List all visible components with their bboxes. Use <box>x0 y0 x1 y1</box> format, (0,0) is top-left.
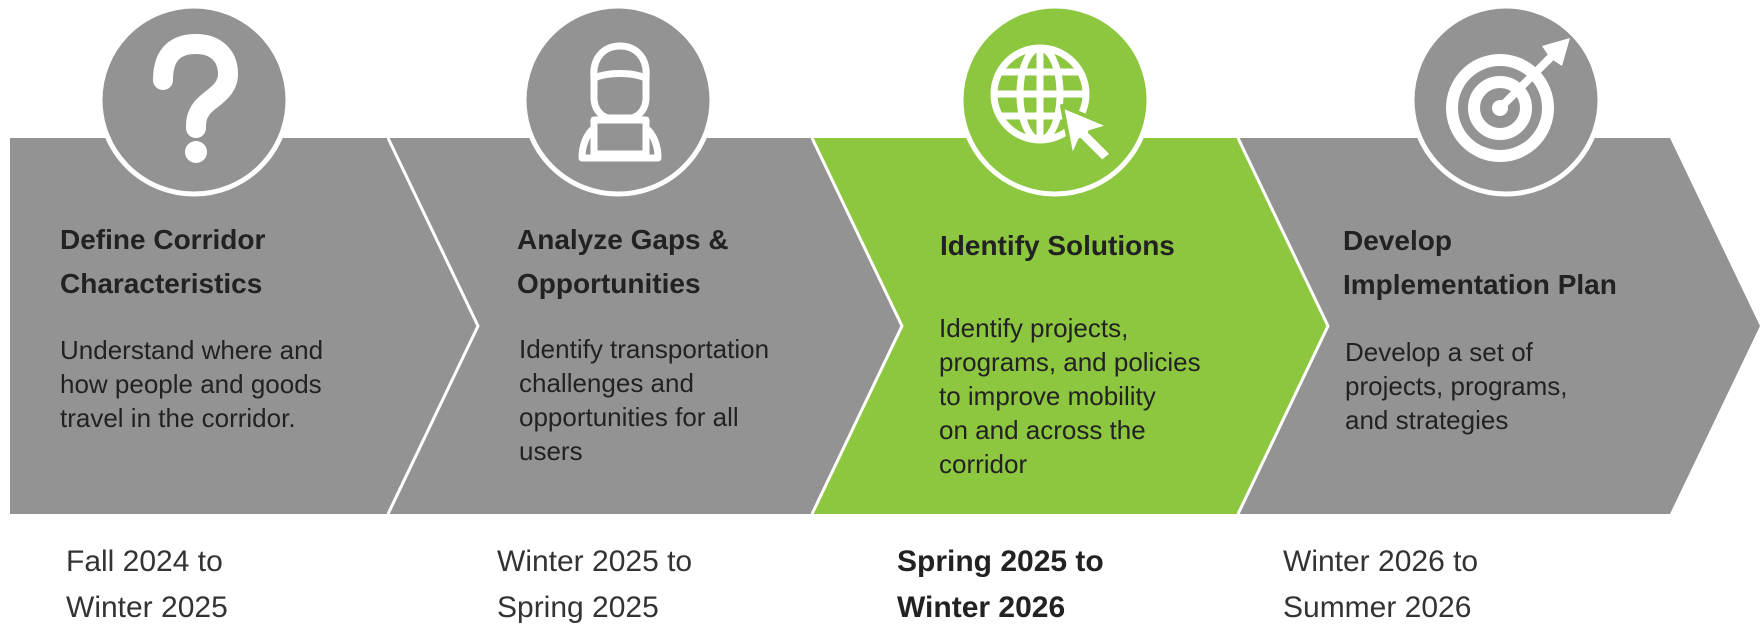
step-3-description-line-4: on and across the <box>939 415 1146 445</box>
step-2-timeframe-line-2: Spring 2025 <box>497 591 659 624</box>
step-3-timeframe: Spring 2025 to Winter 2026 <box>897 539 1104 631</box>
step-4-title: Develop Implementation Plan <box>1343 219 1617 307</box>
step-3-title: Identify Solutions <box>940 224 1175 268</box>
step-2-description-line-3: opportunities for all <box>519 402 739 432</box>
step-4-description: Develop a set of projects, programs, and… <box>1345 335 1568 437</box>
step-1-chevron <box>10 138 478 514</box>
step-4-chevron <box>1238 138 1760 514</box>
step-4-timeframe-line-1: Winter 2026 to <box>1283 545 1479 578</box>
step-1-title-line-1: Define Corridor <box>60 224 266 255</box>
step-2-title: Analyze Gaps & Opportunities <box>517 218 729 306</box>
step-1-description-line-1: Understand where and <box>60 335 324 365</box>
step-4-timeframe-line-2: Summer 2026 <box>1283 591 1472 624</box>
person-laptop-icon <box>578 42 662 162</box>
step-1-title: Define Corridor Characteristics <box>60 218 265 306</box>
step-3-icon-circle <box>958 3 1152 197</box>
step-3-description-line-2: programs, and policies <box>939 347 1201 377</box>
step-2-description-line-1: Identify transportation <box>519 334 770 364</box>
step-1-timeframe-line-1: Fall 2024 to <box>66 545 223 578</box>
step-1-description-line-3: travel in the corridor. <box>60 403 296 433</box>
step-3-description-line-3: to improve mobility <box>939 381 1156 411</box>
step-4-description-line-1: Develop a set of <box>1345 337 1533 367</box>
step-1-timeframe-line-2: Winter 2025 <box>66 591 228 624</box>
step-1-description-line-2: how people and goods <box>60 369 322 399</box>
step-1-description: Understand where and how people and good… <box>60 333 323 435</box>
step-2-icon-circle <box>521 3 715 197</box>
step-separator <box>1236 137 1330 515</box>
step-3-timeframe-line-1: Spring 2025 to <box>897 545 1104 578</box>
question-mark-icon <box>153 33 239 163</box>
step-3-description-line-5: corridor <box>939 449 1028 479</box>
target-arrow-icon <box>1446 38 1570 162</box>
step-4-title-line-2: Implementation Plan <box>1343 269 1617 300</box>
step-4-description-line-2: projects, programs, <box>1345 371 1568 401</box>
step-2-description: Identify transportation challenges and o… <box>519 332 769 468</box>
step-4-description-line-3: and strategies <box>1345 405 1509 435</box>
step-2-description-line-4: users <box>519 436 583 466</box>
step-4-title-line-1: Develop <box>1343 225 1452 256</box>
step-separator <box>810 137 904 515</box>
step-3-description: Identify projects, programs, and policie… <box>939 311 1201 481</box>
step-2-title-line-2: Opportunities <box>517 268 701 299</box>
step-3-description-line-1: Identify projects, <box>939 313 1129 343</box>
globe-cursor-icon <box>990 44 1114 164</box>
step-separator <box>386 137 480 515</box>
step-2-title-line-1: Analyze Gaps & <box>517 224 729 255</box>
step-3-title-line-1: Identify Solutions <box>940 230 1175 261</box>
step-2-timeframe-line-1: Winter 2025 to <box>497 545 693 578</box>
step-1-icon-circle <box>97 3 291 197</box>
step-2-timeframe: Winter 2025 to Spring 2025 <box>497 539 692 631</box>
step-3-timeframe-line-2: Winter 2026 <box>897 591 1066 624</box>
step-4-timeframe: Winter 2026 to Summer 2026 <box>1283 539 1478 631</box>
step-1-title-line-2: Characteristics <box>60 268 263 299</box>
step-2-chevron <box>388 138 902 514</box>
step-3-chevron <box>812 138 1328 514</box>
step-2-description-line-2: challenges and <box>519 368 694 398</box>
step-1-timeframe: Fall 2024 to Winter 2025 <box>66 539 228 631</box>
